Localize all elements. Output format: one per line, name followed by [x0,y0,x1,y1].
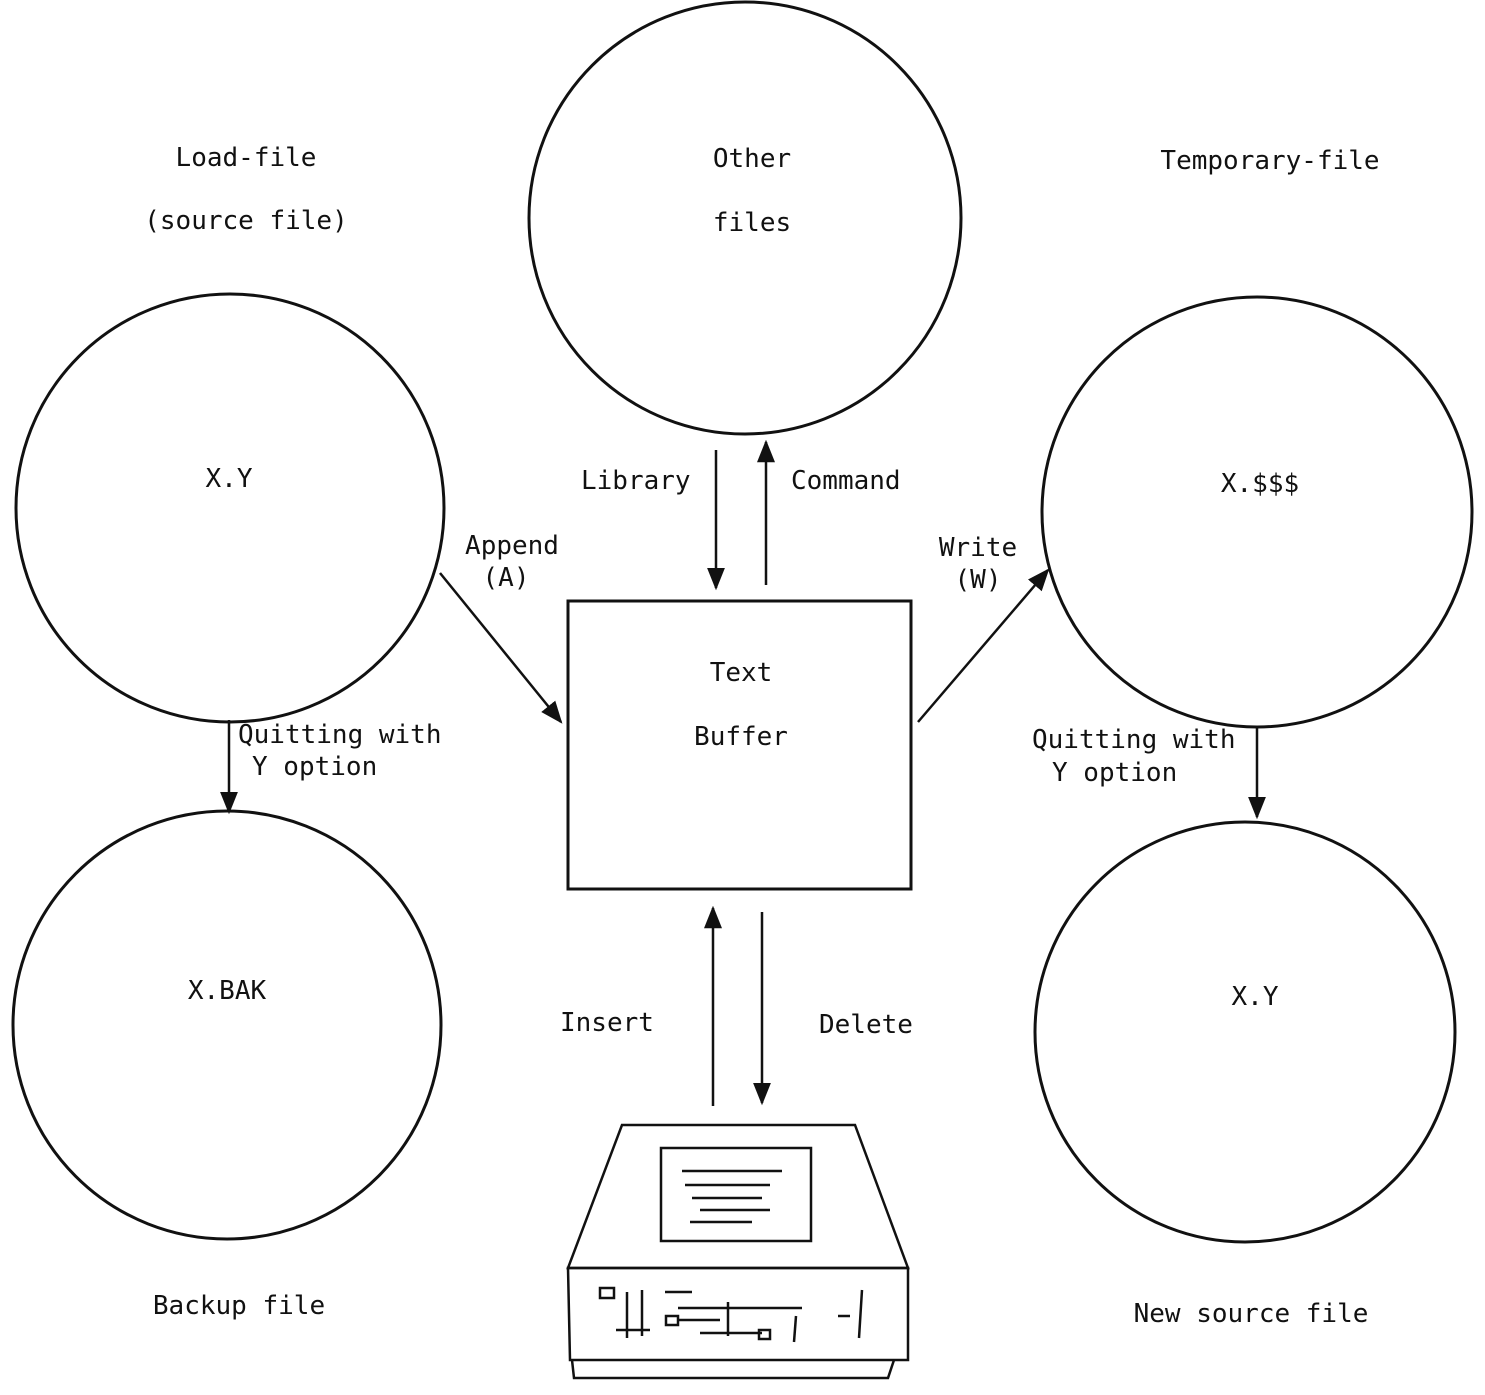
insert-label: Insert [560,1008,654,1038]
append-arrow [439,572,563,724]
other-files-label-line1: Other [712,144,792,174]
load-file-circle [14,292,446,724]
quit-left-label-line2: Y option [252,752,378,782]
other-files-circle [527,0,963,436]
backup-file-name: X.BAK [187,976,267,1006]
other-files-label-line2: files [712,208,792,238]
load-file-subtitle: (source file) [144,206,348,236]
new-source-file-caption: New source file [1133,1299,1369,1329]
new-source-file-name: X.Y [1231,982,1279,1012]
append-label-line1: Append [465,531,559,561]
load-file-title: Load-file [175,143,317,173]
write-label-line2: (W) [954,565,1002,595]
new-source-file-circle [1033,820,1457,1244]
text-buffer-label-line1: Text [709,658,773,688]
quit-right-label-line1: Quitting with [1032,725,1236,755]
append-label-line2: (A) [482,563,530,593]
text-buffer-box [566,599,913,891]
delete-label: Delete [819,1010,913,1040]
library-label: Library [581,466,691,496]
temporary-file-name: X.$$$ [1220,469,1300,499]
quit-right-label-line2: Y option [1052,758,1178,788]
write-label-line1: Write [938,533,1018,563]
write-arrow [917,568,1050,723]
backup-file-caption: Backup file [152,1291,326,1321]
temporary-file-circle [1040,295,1474,729]
load-file-name: X.Y [205,464,253,494]
text-buffer-label-line2: Buffer [694,722,788,752]
backup-file-circle [11,809,443,1241]
temporary-file-title: Temporary-file [1160,146,1380,176]
quit-left-label-line1: Quitting with [238,720,442,750]
command-label: Command [791,466,901,496]
terminal-icon [566,1123,910,1380]
